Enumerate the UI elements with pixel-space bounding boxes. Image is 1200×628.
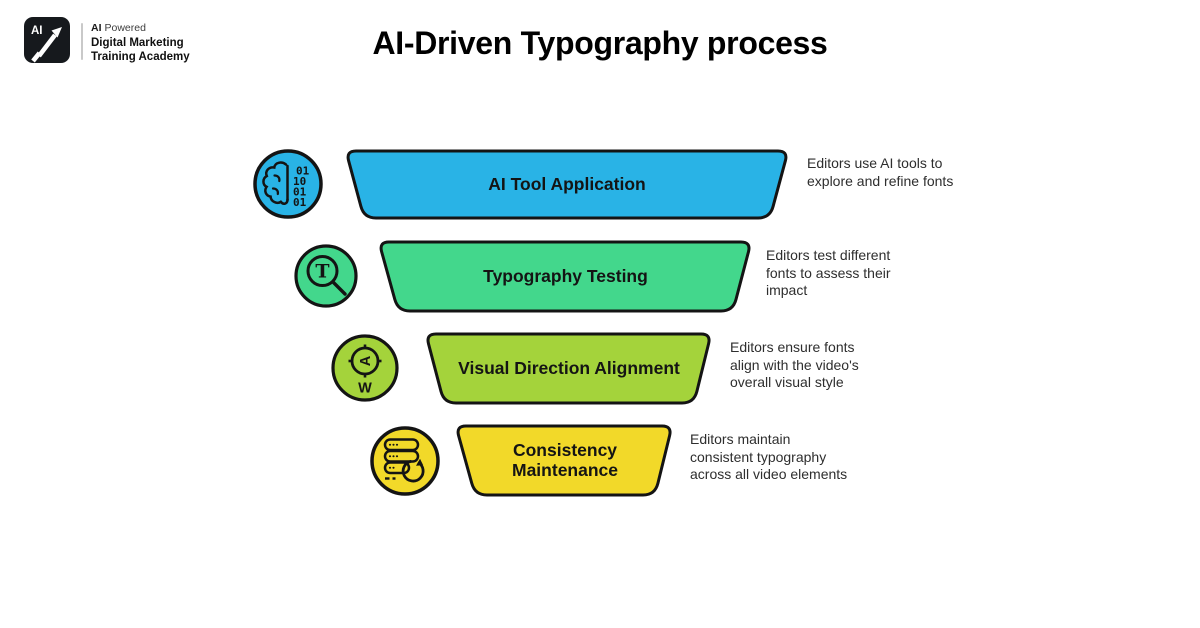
step1-description: Editors use AI tools to explore and refi… — [807, 155, 954, 189]
step4-label: Consistency Maintenance — [512, 439, 618, 480]
svg-text:01: 01 — [293, 186, 307, 199]
brand-tagline-line2: Digital Marketing — [91, 37, 184, 49]
logo-divider — [81, 23, 83, 60]
brand-tagline-line3: Training Academy — [91, 51, 190, 63]
step2-bar — [377, 240, 754, 319]
page-title: AI-Driven Typography process — [372, 25, 828, 61]
logo-badge-text: AI — [31, 25, 43, 37]
step4-icon-circle — [369, 425, 441, 502]
svg-text:01: 01 — [296, 165, 310, 178]
step3-icon-circle: A W — [330, 333, 400, 408]
typography-magnifier-icon: T — [294, 244, 358, 308]
svg-text:T: T — [315, 261, 329, 283]
growth-arrow-icon: AI — [31, 25, 62, 63]
brain-binary-icon: 01 10 01 01 — [253, 149, 323, 219]
step2-label: Typography Testing — [483, 265, 648, 286]
server-sync-icon — [370, 426, 440, 496]
svg-text:01: 01 — [293, 196, 307, 209]
compass-direction-icon: A W — [331, 334, 399, 402]
brand-logo-badge: AI — [24, 17, 70, 63]
step3-bar — [424, 332, 714, 411]
step3-description: Editors ensure fonts align with the vide… — [730, 339, 859, 390]
step1-label: AI Tool Application — [488, 173, 646, 194]
step2-description: Editors test different fonts to assess t… — [766, 247, 891, 298]
step3-label: Visual Direction Alignment — [458, 357, 680, 378]
step2-icon-circle: T — [293, 243, 359, 314]
step4-description: Editors maintain consistent typography a… — [690, 431, 848, 482]
svg-text:W: W — [358, 381, 372, 397]
svg-text:10: 10 — [293, 175, 306, 188]
svg-text:A: A — [358, 355, 374, 366]
step1-icon-circle: 01 10 01 01 — [252, 148, 324, 225]
step4-bar — [454, 424, 676, 503]
step1-bar — [344, 149, 790, 226]
